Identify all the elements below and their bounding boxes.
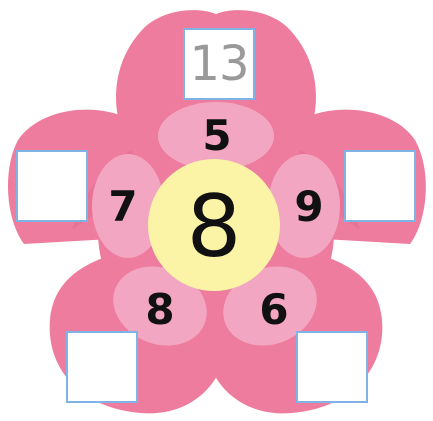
inner-petal-right-number: 9 [294,182,323,231]
answer-box-left[interactable] [16,150,88,222]
inner-petal-bottom-left-number: 8 [145,285,174,334]
inner-petal-bottom-right-number: 6 [259,285,288,334]
inner-petal-top-number: 5 [202,111,231,160]
center-number: 8 [187,177,242,277]
answer-box-right[interactable] [344,150,416,222]
answer-box-bottom-left[interactable] [66,331,138,403]
answer-box-bottom-right[interactable] [296,331,368,403]
inner-petal-left-number: 7 [108,182,137,231]
answer-box-top-text: 13 [189,40,248,88]
answer-box-top[interactable]: 13 [183,28,255,100]
